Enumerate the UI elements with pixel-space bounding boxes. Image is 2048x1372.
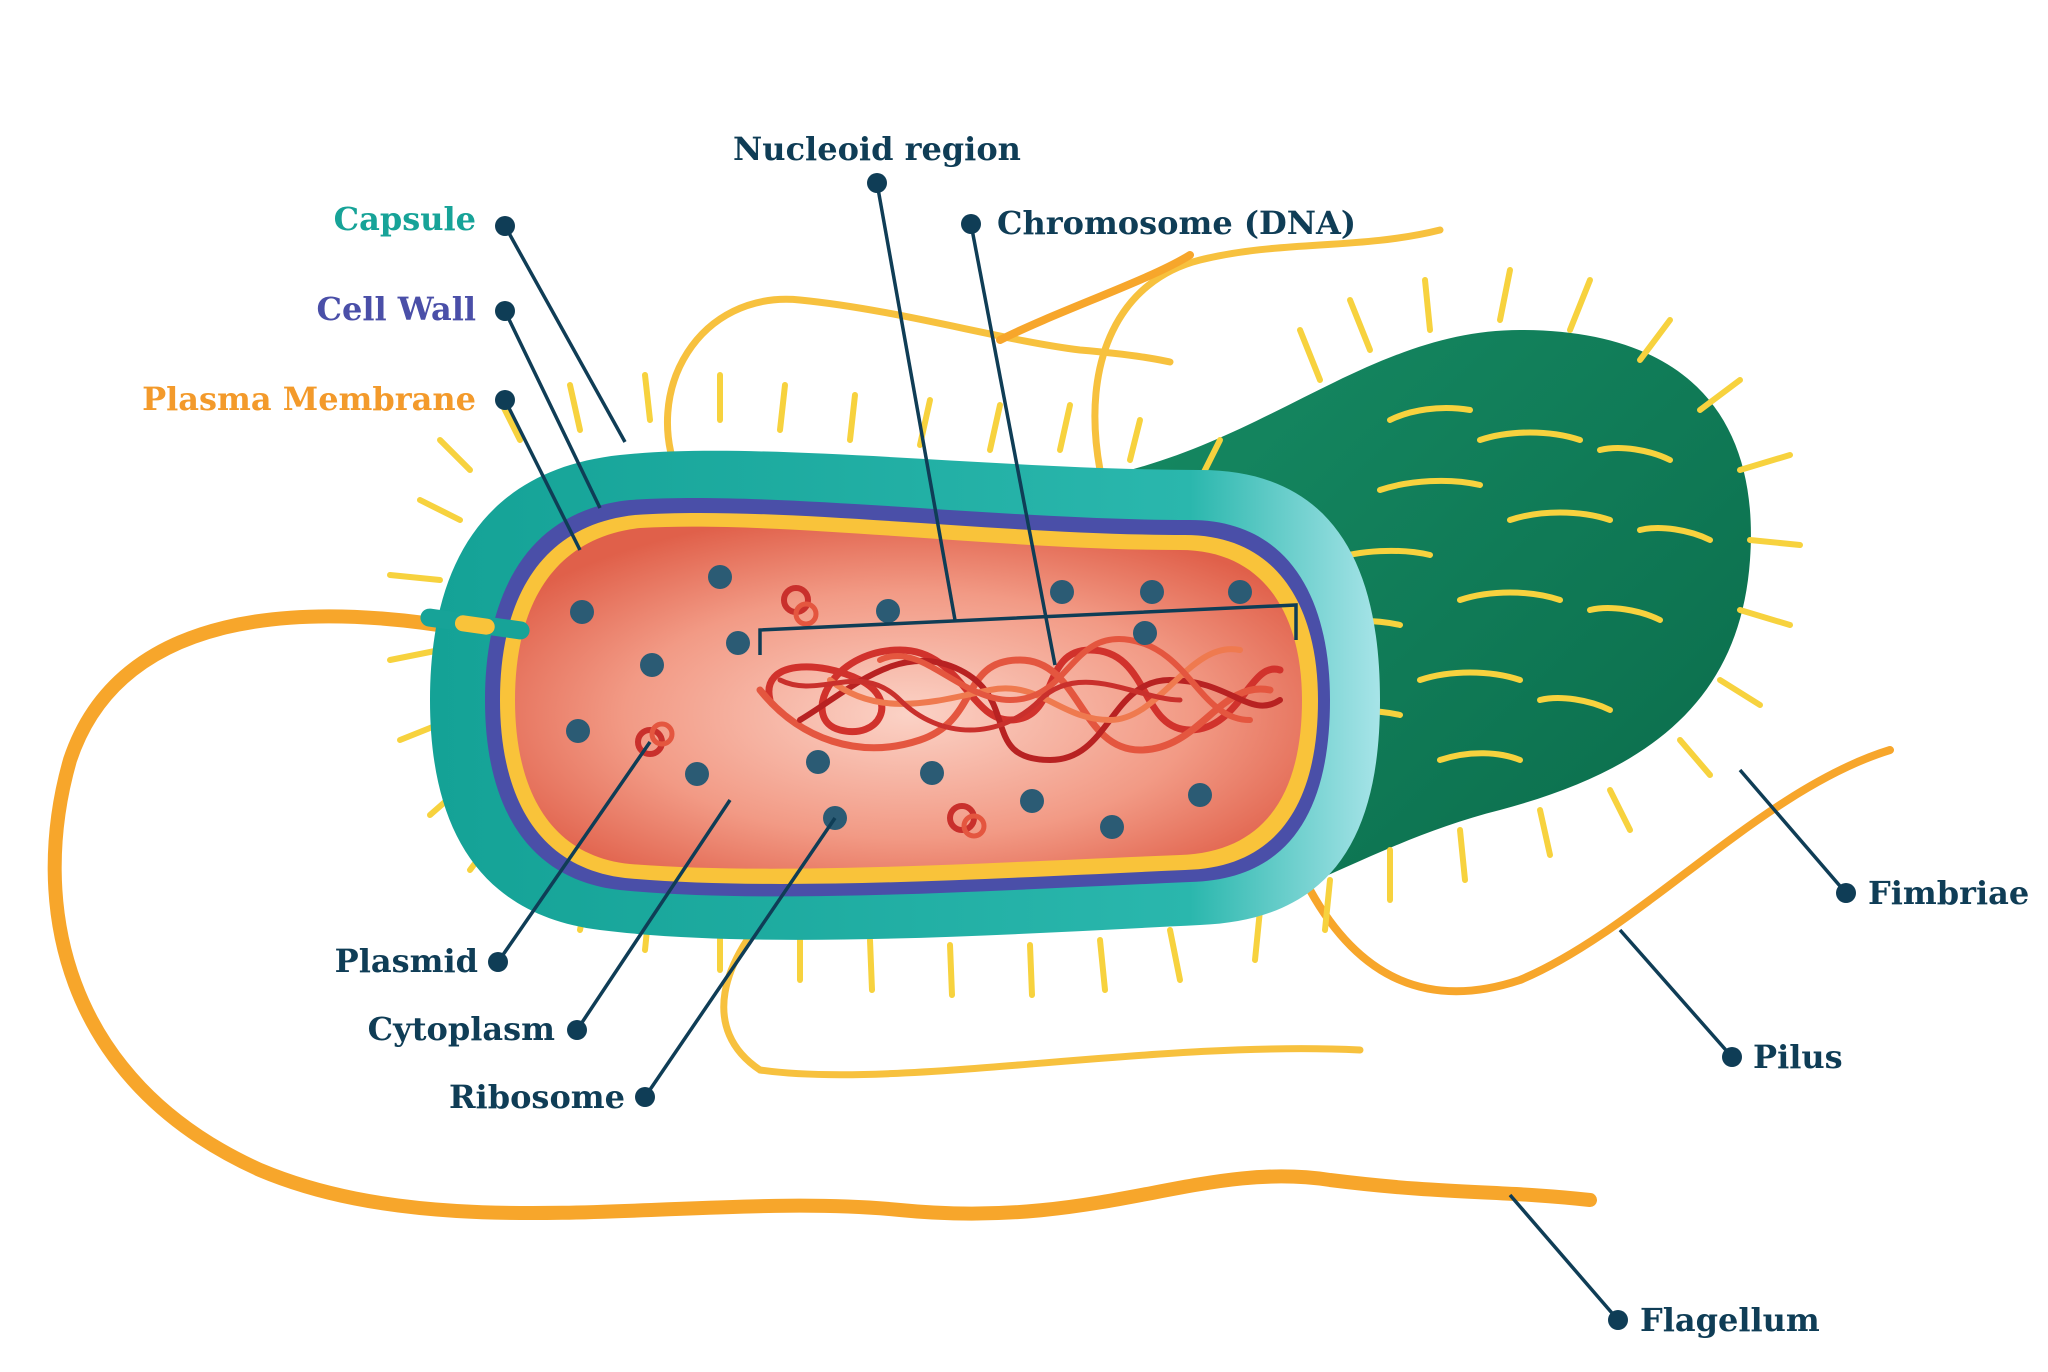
label-capsule: Capsule (334, 200, 476, 238)
membrane-pore (420, 608, 530, 640)
nucleoid-bracket (758, 603, 1298, 655)
flagellum (47, 609, 1597, 1221)
plasmids (635, 585, 987, 839)
label-cell-wall: Cell Wall (317, 290, 476, 328)
label-plasmid: Plasmid (335, 942, 478, 980)
label-nucleoid-region: Nucleoid region (733, 130, 1021, 168)
label-plasma-membrane: Plasma Membrane (142, 380, 476, 418)
label-pilus: Pilus (1753, 1038, 1843, 1076)
label-flagellum: Flagellum (1640, 1301, 1820, 1339)
label-fimbriae: Fimbriae (1868, 874, 2029, 912)
label-chromosome: Chromosome (DNA) (997, 204, 1356, 242)
ribosomes (566, 565, 1252, 839)
leader-lines (488, 173, 1856, 1330)
label-cytoplasm: Cytoplasm (368, 1010, 555, 1048)
cytoplasm-region (515, 526, 1302, 869)
chromosome-dna (756, 636, 1284, 764)
label-ribosome: Ribosome (449, 1078, 625, 1116)
